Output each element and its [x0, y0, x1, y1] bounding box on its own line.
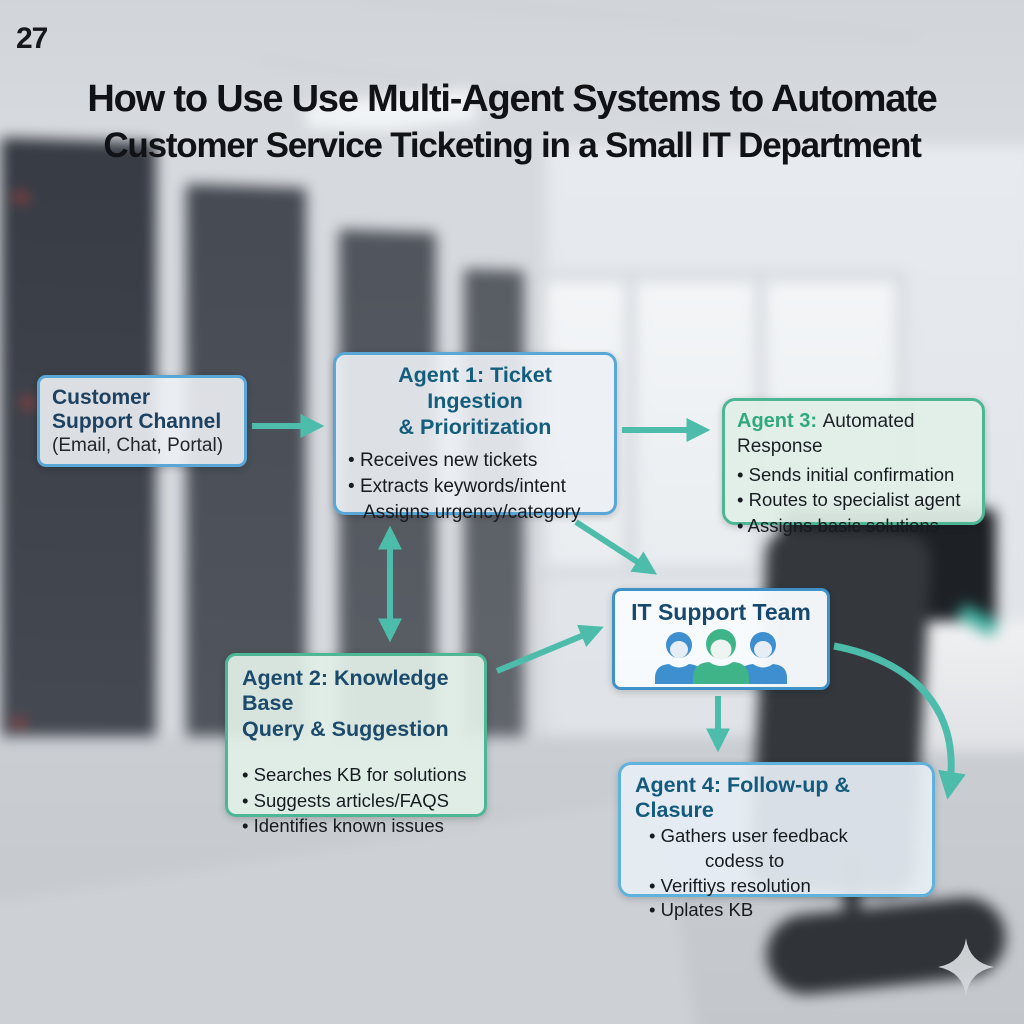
- window-frame-bar: [626, 281, 635, 566]
- agent2-title-line2: Query & Suggestion: [242, 716, 449, 741]
- server-led: [12, 717, 26, 728]
- box-it-support-team: IT Support Team: [612, 588, 830, 690]
- agent4-bullets: Gathers user feedback codess to Veriftiy…: [649, 824, 918, 922]
- server-led: [21, 398, 35, 408]
- agent3-title: Agent 3: Automated Response: [737, 409, 970, 459]
- agent4-bullet-continuation: codess to: [705, 850, 785, 872]
- person-icon-green-center: [693, 629, 749, 684]
- agent2-bullets: Searches KB for solutions Suggests artic…: [242, 762, 470, 839]
- sparkle-icon: [938, 938, 994, 996]
- box-customer-support-channel: Customer Support Channel (Email, Chat, P…: [37, 375, 247, 467]
- agent4-bullet: Gathers user feedback: [649, 824, 918, 849]
- page-title-line2: Customer Service Ticketing in a Small IT…: [103, 125, 922, 165]
- team-people-icon-svg: [655, 629, 787, 684]
- agent3-title-label: Agent 3:: [737, 410, 817, 432]
- box-agent1: Agent 1: Ticket Ingestion & Prioritizati…: [333, 352, 617, 523]
- agent1-bullet: Receives new tickets: [348, 448, 602, 474]
- agent1-title-line1: Agent 1: Ticket Ingestion: [398, 363, 552, 413]
- page-title-line1: How to Use Use Multi-Agent Systems to Au…: [87, 78, 937, 120]
- server-led: [14, 192, 28, 203]
- agent3-title-rest: Automated Response: [737, 411, 915, 457]
- agent4-bullet: Uplates KB: [649, 898, 918, 923]
- box-agent2: Agent 2: Knowledge Base Query & Suggesti…: [225, 653, 487, 836]
- page-number: 27: [16, 22, 48, 55]
- agent2-bullet: Identifies known issues: [242, 813, 470, 839]
- person-icon-blue-left: [655, 632, 703, 684]
- agent1-title: Agent 1: Ticket Ingestion & Prioritizati…: [348, 363, 602, 440]
- box-agent3: Agent 3: Automated Response Sends initia…: [722, 398, 985, 536]
- agent2-title: Agent 2: Knowledge Base Query & Suggesti…: [242, 666, 470, 742]
- it-team-title: IT Support Team: [631, 599, 811, 625]
- agent3-bullets: Sends initial confirmation Routes to spe…: [737, 462, 970, 539]
- agent1-title-line2: & Prioritization: [398, 414, 552, 439]
- agent2-bullet: Searches KB for solutions: [242, 762, 470, 788]
- box-agent4: Agent 4: Follow-up & Clasure Gathers use…: [618, 762, 935, 920]
- customer-support-subtitle: (Email, Chat, Portal): [52, 435, 224, 457]
- agent4-title: Agent 4: Follow-up & Clasure: [635, 773, 850, 822]
- agent2-bullet: Suggests articles/FAQS: [242, 788, 470, 814]
- person-icon-blue-right: [739, 632, 787, 684]
- agent3-bullet: Sends initial confirmation: [737, 462, 970, 488]
- agent1-bullet: Extracts keywords/intent: [348, 474, 602, 500]
- agent3-bullet: Routes to specialist agent: [737, 487, 970, 513]
- agent3-bullet: Assigns basic solutions: [737, 513, 970, 539]
- agent2-title-line1: Agent 2: Knowledge Base: [242, 666, 449, 716]
- customer-support-title: Customer Support Channel: [52, 386, 222, 433]
- agent1-bullet-continuation: Assigns urgency/category: [363, 501, 581, 523]
- page-title: How to Use Use Multi-Agent Systems to Au…: [0, 76, 1024, 168]
- agent1-bullets: Receives new tickets Extracts keywords/i…: [348, 448, 602, 525]
- team-people-icon: [625, 628, 817, 684]
- agent4-bullet: Veriftiys resolution: [649, 874, 918, 899]
